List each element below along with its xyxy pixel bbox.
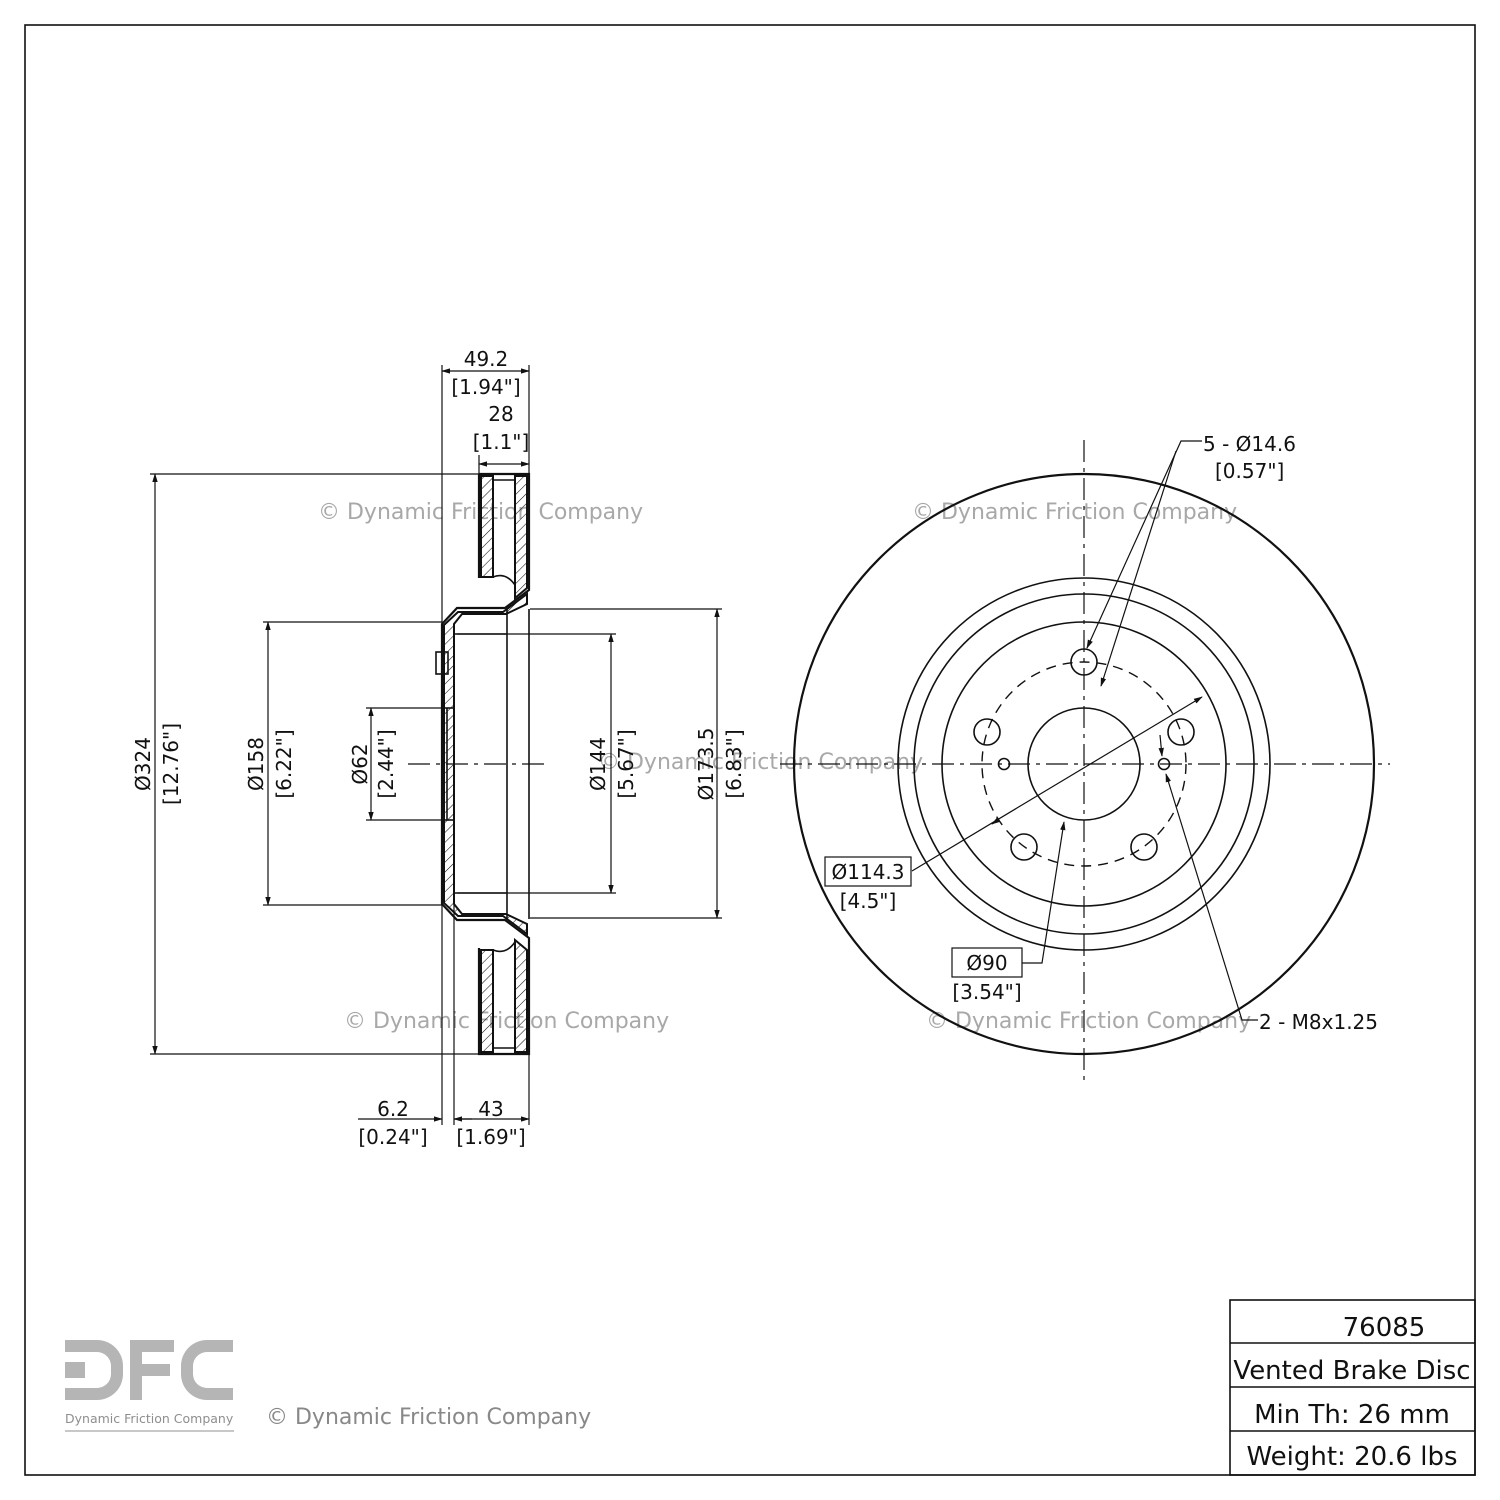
copyright-text: © Dynamic Friction Company bbox=[266, 1405, 591, 1430]
watermarks: © Dynamic Friction Company © Dynamic Fri… bbox=[318, 500, 1251, 1034]
side-view: 49.2 [1.94"] 28 [1.1"] Ø324 [12.76"] Ø15… bbox=[131, 347, 746, 1149]
dim-hub-face-thickness-mm: 6.2 bbox=[377, 1097, 409, 1121]
logo-letter-d bbox=[65, 1340, 123, 1400]
watermark-text: © Dynamic Friction Company bbox=[344, 1009, 669, 1034]
bolt-hole bbox=[1167, 718, 1195, 746]
dim-disc-thickness-mm: 28 bbox=[488, 402, 513, 426]
dim-inner-diameter-in: [5.67"] bbox=[614, 729, 638, 798]
rotor-cheek-section bbox=[480, 475, 494, 578]
rotor-cheek-section bbox=[514, 937, 528, 1053]
bolt-holes-callout-in: [0.57"] bbox=[1215, 459, 1284, 483]
dim-center-bore-in: [2.44"] bbox=[374, 729, 398, 798]
dim-overall-width-mm: 49.2 bbox=[464, 347, 509, 371]
dim-outer-diameter-mm: Ø324 bbox=[131, 737, 155, 791]
dim-outer-diameter-in: [12.76"] bbox=[159, 723, 183, 805]
watermark-text: © Dynamic Friction Company bbox=[598, 750, 923, 775]
dim-inner-diameter-mm: Ø144 bbox=[586, 737, 610, 791]
bolt-circle-callout-in: [4.5"] bbox=[840, 889, 897, 913]
part-description: Vented Brake Disc bbox=[1233, 1356, 1470, 1386]
bolt-hole bbox=[1010, 833, 1038, 861]
min-thickness: Min Th: 26 mm bbox=[1254, 1400, 1450, 1430]
dim-hat-height-in: [1.69"] bbox=[456, 1125, 525, 1149]
dim-disc-thickness-in: [1.1"] bbox=[473, 430, 530, 454]
rotor-cheek-section bbox=[480, 949, 494, 1053]
dim-hat-outer-diameter-mm: Ø173.5 bbox=[694, 728, 718, 801]
bolt-holes-callout-mm: 5 - Ø14.6 bbox=[1203, 432, 1296, 456]
pilot-callout-in: [3.54"] bbox=[952, 980, 1021, 1004]
dim-hub-face-thickness-in: [0.24"] bbox=[358, 1125, 427, 1149]
dim-hat-diameter-mm: Ø158 bbox=[244, 737, 268, 791]
part-weight: Weight: 20.6 lbs bbox=[1246, 1442, 1457, 1472]
bolt-circle-callout-box bbox=[824, 856, 912, 887]
dim-hat-height-mm: 43 bbox=[478, 1097, 503, 1121]
pilot-callout-box bbox=[951, 947, 1023, 978]
pilot-callout-mm: Ø90 bbox=[966, 951, 1007, 975]
drawing-frame bbox=[24, 24, 1476, 1476]
watermark-text: © Dynamic Friction Company bbox=[912, 500, 1237, 525]
title-block: 76085 Vented Brake Disc Min Th: 26 mm We… bbox=[1229, 1299, 1476, 1476]
rotor-cheek-section bbox=[514, 475, 528, 601]
logo-company-name: Dynamic Friction Company bbox=[65, 1411, 234, 1426]
dim-overall-width-in: [1.94"] bbox=[451, 375, 520, 399]
dim-hat-outer-diameter-in: [6.83"] bbox=[722, 729, 746, 798]
dim-hat-diameter-in: [6.22"] bbox=[272, 729, 296, 798]
bolt-circle-callout-mm: Ø114.3 bbox=[832, 860, 905, 884]
part-number: 76085 bbox=[1343, 1313, 1426, 1343]
watermark-text: © Dynamic Friction Company bbox=[926, 1009, 1251, 1034]
threaded-holes-callout: 2 - M8x1.25 bbox=[1259, 1010, 1378, 1034]
bolt-hole bbox=[973, 718, 1001, 746]
bolt-hole bbox=[1130, 833, 1158, 861]
logo-letter-f bbox=[130, 1340, 174, 1400]
hat-wall-section bbox=[443, 592, 528, 936]
logo-letter-c bbox=[181, 1340, 233, 1400]
front-view: 5 - Ø14.6 [0.57"] Ø114.3 [4.5"] Ø90 [3.5… bbox=[780, 432, 1390, 1086]
dfc-logo: Dynamic Friction Company bbox=[65, 1340, 234, 1432]
dim-center-bore-mm: Ø62 bbox=[348, 743, 372, 784]
